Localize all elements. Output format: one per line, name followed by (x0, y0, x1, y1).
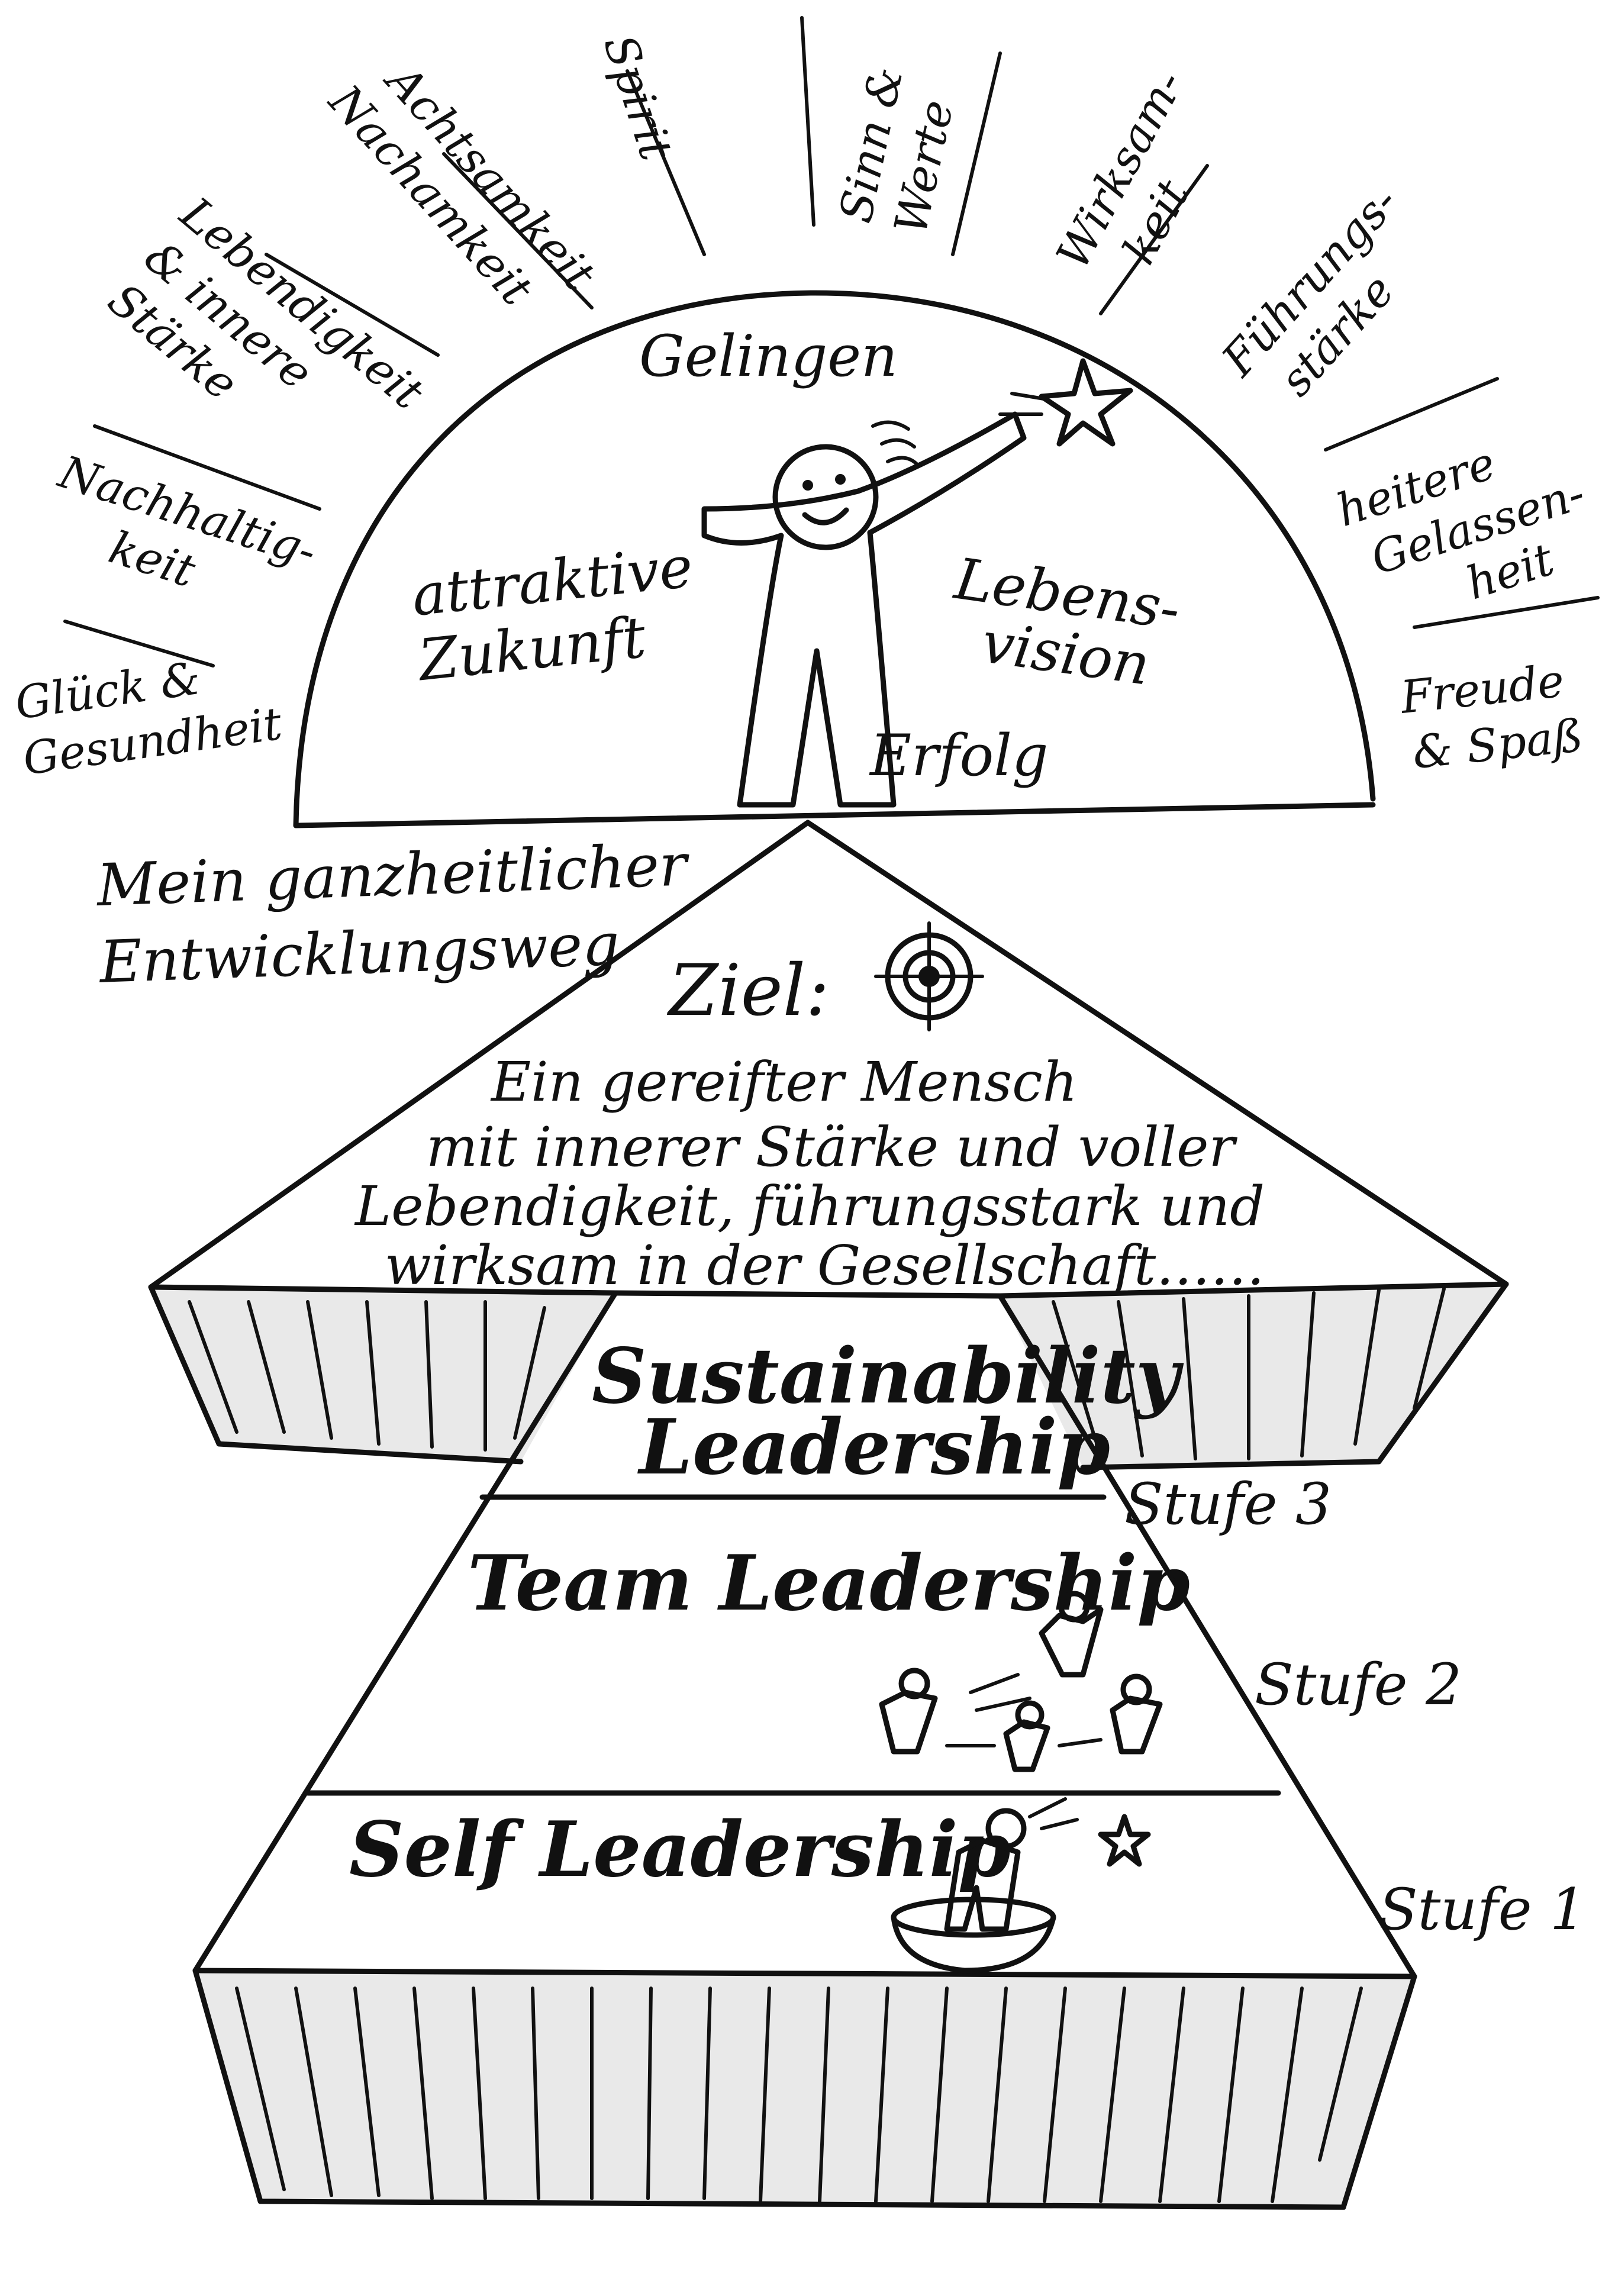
ray-label-wirksamkeit: Wirksam- keit (1046, 49, 1250, 304)
stufe-1-label: Stufe 1 (1379, 1876, 1586, 1943)
ray-label-achtsamkeit: Achtsamkeit Nachamkeit (318, 36, 615, 349)
ray-label-fuehrungsstaerke: Führungs- stärke (1211, 165, 1460, 424)
level-sustainability: Sustainability Leadership (592, 1332, 1206, 1492)
ray-label-spirit: Spirit (594, 28, 684, 167)
person-in-bowl-icon (891, 1797, 1151, 1973)
ray-label-freude: Freude & Spaß (1397, 653, 1587, 780)
goal-arrowhead: Ziel: Ein gereifter Mensch mit innerer S… (148, 820, 1509, 1471)
left-wing-hatching (188, 1300, 546, 1452)
goal-roof-outline (148, 820, 1509, 1290)
stufe-3-label: Stufe 3 (1124, 1471, 1332, 1537)
path-title: Mein ganzheitlicher Entwicklungsweg (95, 831, 709, 997)
level-team: Team Leadership (468, 1539, 1190, 1628)
ray-label-gelassenheit: heitere Gelassen- heit (1330, 408, 1615, 641)
dome-arc (293, 290, 1376, 828)
dome-label-gelingen: Gelingen (639, 323, 898, 389)
ray-label-sinn: Sinn & Werte (829, 48, 971, 238)
goal-statement: Ein gereifter Mensch mit innerer Stärke … (354, 1050, 1282, 1297)
dome-label-zukunft: attraktive Zukunft (407, 532, 721, 694)
ray-label-lebendigkeit: Lebendigkeit & innere Stärke (98, 186, 445, 514)
pyramid-outline (192, 1290, 1417, 1979)
team-figures-icon (879, 1591, 1163, 1772)
goal-label: Ziel: (666, 950, 830, 1032)
dome-baseline (293, 802, 1376, 828)
dome-label-erfolg: Erfolg (869, 723, 1048, 789)
person-cheering-icon (701, 411, 1027, 808)
dome-label-vision: Lebens- vision (942, 546, 1202, 704)
leadership-pyramid: Sustainability Leadership Team Leadershi… (192, 1290, 1586, 2210)
star-icon (998, 358, 1133, 447)
target-icon (874, 921, 984, 1031)
vision-dome: Gelingen attraktive Zukunft Lebens- visi… (293, 290, 1376, 828)
level-self: Self Leadership (349, 1805, 1011, 1894)
base-hatching (235, 1987, 1363, 2203)
ray-separators (63, 16, 1600, 667)
ray-label-nachhaltigkeit: Nachhaltig- keit (34, 445, 337, 636)
ray-label-glueck: Glück & Gesundheit (12, 641, 285, 785)
stufe-2-label: Stufe 2 (1255, 1652, 1462, 1718)
right-wing-hatching (1052, 1287, 1446, 1460)
